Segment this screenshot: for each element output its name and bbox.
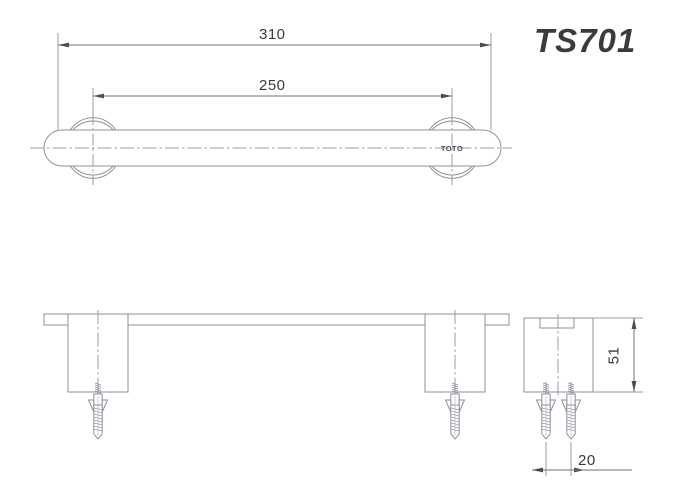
side-section: [523, 314, 643, 476]
side-bar-stub: [539, 317, 575, 329]
extension-lines-250: [92, 88, 453, 128]
dimension-label-310: 310: [259, 26, 286, 43]
bar-profile-front: [127, 313, 426, 326]
product-code-title: TS701: [534, 22, 637, 59]
extension-lines-20: [545, 442, 572, 476]
brand-logo-text: TOTO: [441, 144, 463, 153]
mount-plate-right: [484, 313, 510, 326]
plan-view: [30, 33, 512, 185]
dimension-label-20: 20: [578, 452, 596, 469]
front-elevation: [43, 310, 510, 440]
mount-plate-left: [43, 313, 69, 326]
dimension-label-250: 250: [259, 77, 286, 94]
extension-lines-310: [57, 33, 492, 130]
dimension-label-51: 51: [605, 346, 623, 365]
